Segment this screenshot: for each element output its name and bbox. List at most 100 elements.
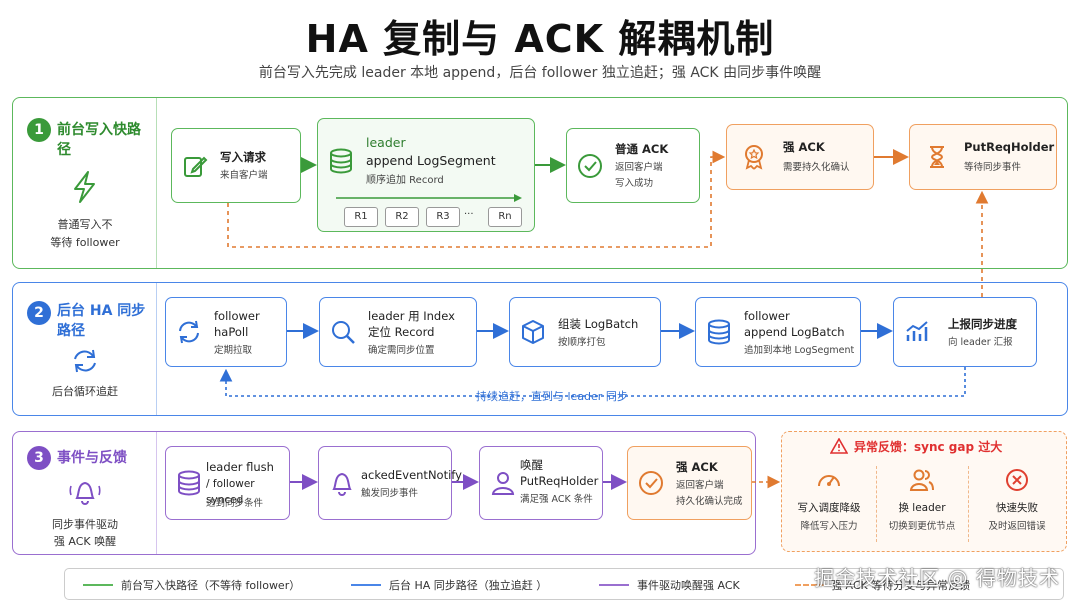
anomaly-item-title: 写入调度降级 (797, 502, 861, 514)
gauge-icon (782, 468, 876, 496)
node-desc: 达到同步条件 (206, 498, 264, 509)
write-request-node: 写入请求 来自客户端 (171, 128, 301, 203)
node-title-line2: append LogBatch (744, 325, 845, 339)
record-ellipsis: ··· (464, 209, 474, 220)
section-3-note-line2: 强 ACK 唤醒 (53, 535, 117, 548)
database-icon (706, 319, 732, 345)
section-3-title: 事件与反馈 (57, 450, 127, 466)
node-desc: 需要持久化确认 (783, 162, 850, 173)
node-desc: 来自客户端 (220, 170, 268, 181)
legend-item: 前台写入快路径（不等待 follower） (121, 579, 301, 592)
legend-item: 事件驱动唤醒强 ACK (637, 579, 740, 592)
legend-item: 强 ACK 等待分支与异常反馈 (831, 579, 971, 592)
strong-ack-wait-node: 强 ACK 需要持久化确认 (726, 124, 874, 190)
node-desc-line1: 返回客户端 (676, 480, 724, 491)
anomaly-item-switch-leader: 换 leader 切换到更优节点 (876, 468, 968, 532)
leader-index-node: leader 用 Index 定位 Record 确定需同步位置 (319, 297, 477, 367)
section-1-note-line1: 普通写入不 (57, 218, 113, 231)
node-title: 强 ACK (783, 140, 825, 154)
section-foreground-write: 1 前台写入快路径 普通写入不 等待 follower (12, 97, 1068, 269)
anomaly-item-degrade: 写入调度降级 降低写入压力 (782, 468, 876, 532)
database-icon (328, 148, 354, 174)
check-circle-icon (577, 153, 603, 179)
legend-swatch (351, 584, 381, 586)
record-chip: R1 (344, 207, 378, 227)
legend: 前台写入快路径（不等待 follower） 后台 HA 同步路径（独立追赶 ） … (64, 568, 1064, 600)
anomaly-item-fail-fast: 快速失败 及时返回错误 (968, 468, 1066, 532)
chart-icon (904, 319, 930, 345)
node-title-line1: leader 用 Index (368, 309, 455, 323)
legend-swatch (599, 584, 629, 586)
acked-event-notify-node: ackedEventNotify 触发同步事件 (318, 446, 462, 520)
node-desc: 触发同步事件 (361, 488, 419, 499)
assemble-logbatch-node: 组装 LogBatch 按顺序打包 (509, 297, 661, 367)
step-number-badge: 1 (27, 118, 51, 142)
legend-item: 后台 HA 同步路径（独立追赶 ） (389, 579, 548, 592)
anomaly-title: 异常反馈：sync gap 过大 (854, 440, 1003, 454)
anomaly-item-desc: 切换到更优节点 (888, 521, 956, 532)
record-chip: Rn (488, 207, 522, 227)
step-number-badge: 3 (27, 446, 51, 470)
database-icon (176, 470, 202, 496)
check-circle-icon (638, 470, 664, 496)
step-number-badge: 2 (27, 301, 51, 325)
bell-icon (13, 476, 157, 510)
put-req-holder-node: PutReqHolder 等待同步事件 (909, 124, 1057, 190)
anomaly-item-desc: 降低写入压力 (800, 521, 858, 532)
node-title-line2: / follower synced (206, 478, 255, 506)
record-chip: R2 (385, 207, 419, 227)
section-event-feedback: 3 事件与反馈 同步事件驱动 强 ACK 唤醒 (12, 431, 756, 555)
node-title: ackedEventNotify (361, 468, 462, 482)
node-title: 普通 ACK (615, 142, 669, 156)
anomaly-feedback-panel: 异常反馈：sync gap 过大 写入调度降级 降低写入压力 换 leader … (781, 431, 1067, 552)
node-desc-line2: 持久化确认完成 (676, 496, 743, 507)
report-progress-node: 上报同步进度 向 leader 汇报 (893, 297, 1037, 367)
award-icon (741, 144, 767, 170)
node-title-line1: leader flush (206, 460, 274, 474)
refresh-icon (13, 347, 157, 379)
wake-holder-node: 唤醒 PutReqHolder 满足强 ACK 条件 (479, 446, 603, 520)
edit-icon (182, 153, 208, 179)
section-2-header: 2 后台 HA 同步路径 后台循环追赶 (13, 283, 157, 415)
node-title: 写入请求 (220, 150, 266, 164)
section-3-header: 3 事件与反馈 同步事件驱动 强 ACK 唤醒 (13, 432, 157, 554)
section-1-title: 前台写入快路径 (57, 122, 141, 158)
user-icon (490, 470, 516, 496)
node-desc: 顺序追加 Record (366, 175, 444, 186)
node-desc-line1: 返回客户端 (615, 162, 663, 173)
node-title-line1: leader (366, 135, 406, 150)
bolt-icon (13, 170, 157, 208)
section-1-note-line2: 等待 follower (50, 236, 120, 249)
node-title-line1: follower (214, 309, 260, 323)
section-2-title: 后台 HA 同步路径 (57, 303, 146, 339)
strong-ack-complete-node: 强 ACK 返回客户端 持久化确认完成 (627, 446, 752, 520)
node-desc-line2: 写入成功 (615, 178, 654, 189)
node-title-line2: 定位 Record (368, 325, 435, 339)
node-desc: 确定需同步位置 (368, 345, 435, 356)
node-title: 组装 LogBatch (558, 317, 639, 331)
node-title: 上报同步进度 (948, 317, 1017, 331)
bell-icon (329, 470, 355, 496)
leader-flush-node: leader flush / follower synced 达到同步条件 (165, 446, 290, 520)
anomaly-item-desc: 及时返回错误 (988, 521, 1046, 532)
page-title: HA 复制与 ACK 解耦机制 (305, 17, 775, 61)
search-icon (330, 319, 356, 345)
node-title: PutReqHolder (964, 140, 1055, 154)
anomaly-item-title: 换 leader (898, 502, 946, 514)
node-title-line1: follower (744, 309, 790, 323)
warning-icon (829, 437, 849, 458)
legend-swatch (83, 584, 113, 586)
section-1-header: 1 前台写入快路径 普通写入不 等待 follower (13, 98, 157, 268)
watermark: 掘金技术社区 @ 得物技术 (814, 566, 1060, 590)
node-title-line2: haPoll (214, 325, 249, 339)
node-desc: 满足强 ACK 条件 (520, 494, 593, 505)
node-title-line1: 唤醒 (520, 458, 543, 472)
node-desc: 定期拉取 (214, 345, 253, 356)
node-title: 强 ACK (676, 460, 718, 474)
x-circle-icon (968, 468, 1066, 496)
node-desc: 按顺序打包 (558, 337, 606, 348)
record-chip: R3 (426, 207, 460, 227)
node-title-line2: append LogSegment (366, 153, 496, 168)
section-3-note-line1: 同步事件驱动 (52, 518, 118, 531)
divider (968, 466, 969, 542)
